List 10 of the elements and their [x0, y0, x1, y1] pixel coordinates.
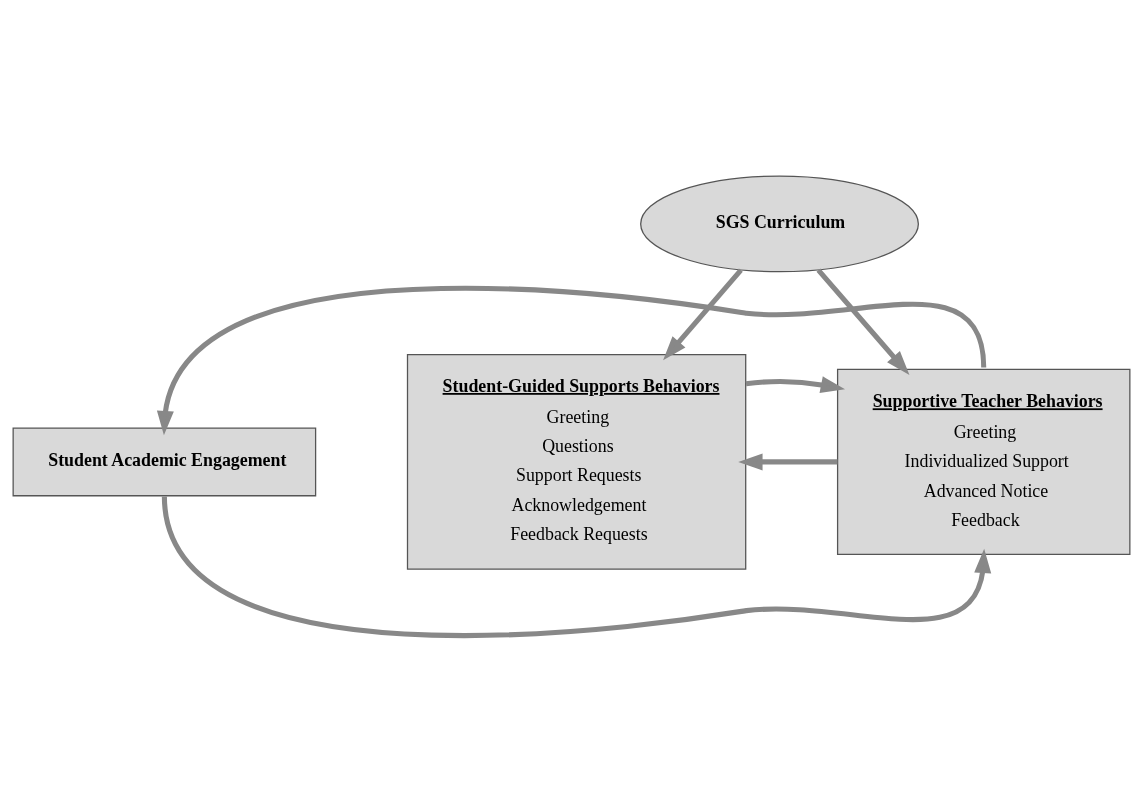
- arrow: [745, 376, 846, 394]
- node-box: Supportive Teacher Behaviors Greeting Individualized Support Advanced Notice Feedback: [836, 368, 1131, 556]
- node-box: Student-Guided Supports Behaviors Greeting Questions Support Requests Acknowledgement Feedback Requests: [406, 354, 747, 570]
- arrow: [663, 268, 743, 361]
- node-box: Student Academic Engagement: [12, 427, 317, 497]
- arrow: [156, 285, 987, 436]
- arrow: [816, 268, 910, 376]
- arrow: [738, 453, 838, 471]
- arrow: [161, 495, 992, 638]
- node-ellipse: SGS Curriculum: [640, 175, 919, 273]
